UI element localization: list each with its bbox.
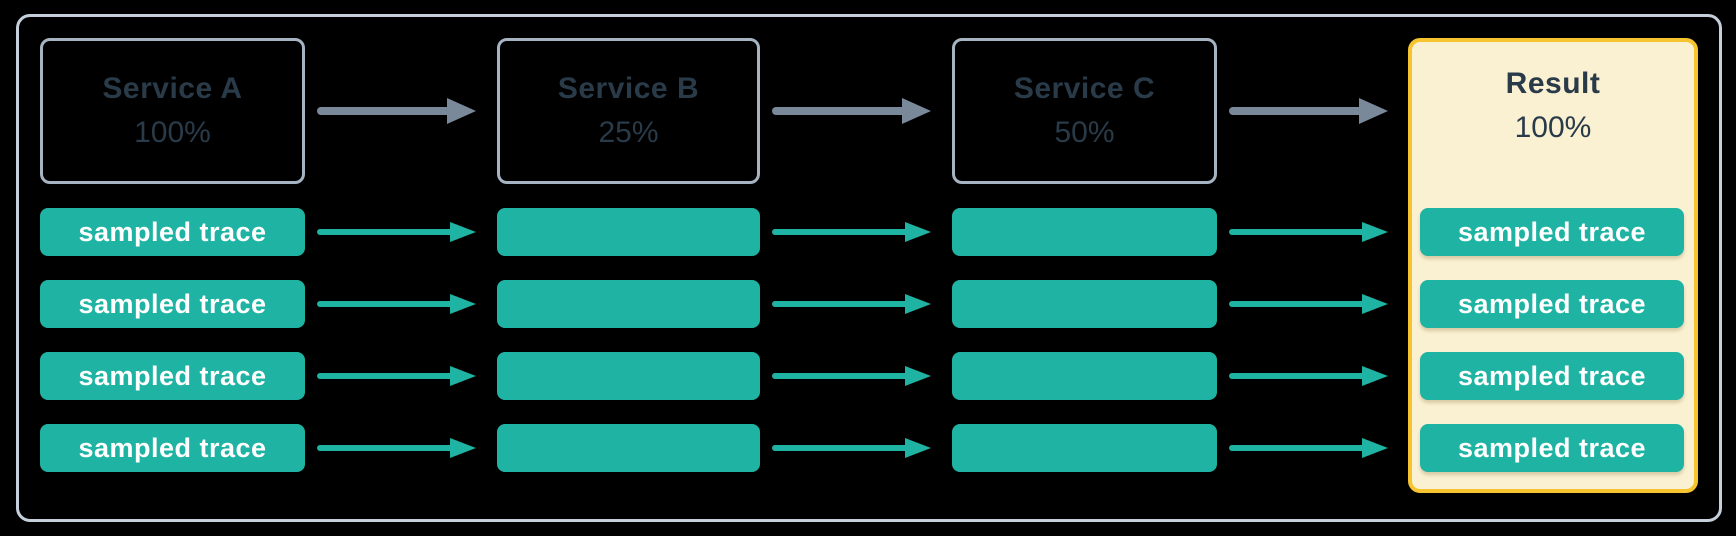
- trace-bar: [952, 424, 1217, 472]
- service-b-name: Service B: [557, 72, 700, 105]
- trace-label: sampled trace: [78, 289, 267, 319]
- arrow-right-icon: [317, 436, 477, 460]
- trace-bar: sampled trace: [40, 424, 305, 472]
- result-header: Result 100%: [1412, 62, 1694, 150]
- trace-label: sampled trace: [1457, 433, 1647, 463]
- arrow-right-icon: [1229, 436, 1389, 460]
- trace-label: sampled trace: [1457, 289, 1647, 319]
- arrow-right-icon: [1229, 364, 1389, 388]
- arrow-right-icon: [1229, 96, 1389, 126]
- arrow-right-icon: [772, 220, 932, 244]
- diagram-frame: [16, 14, 1722, 522]
- trace-label: sampled trace: [78, 217, 267, 247]
- trace-bar: [952, 352, 1217, 400]
- result-name: Result: [1505, 67, 1601, 100]
- arrow-right-icon: [1229, 292, 1389, 316]
- arrow-right-icon: [772, 364, 932, 388]
- trace-label: sampled trace: [78, 433, 267, 463]
- service-a-box: Service A 100%: [40, 38, 305, 184]
- arrow-right-icon: [1229, 220, 1389, 244]
- arrow-right-icon: [772, 436, 932, 460]
- trace-bar: [497, 352, 760, 400]
- arrow-right-icon: [772, 96, 932, 126]
- service-a-rate: 100%: [134, 116, 211, 149]
- service-b-box: Service B 25%: [497, 38, 760, 184]
- arrow-right-icon: [317, 96, 477, 126]
- result-rate: 100%: [1514, 111, 1592, 144]
- result-box: Result 100% sampled trace sampled trace …: [1408, 38, 1698, 493]
- trace-bar: sampled trace: [1420, 208, 1684, 256]
- service-b-rate: 25%: [598, 116, 659, 149]
- arrow-right-icon: [317, 220, 477, 244]
- arrow-right-icon: [317, 364, 477, 388]
- trace-label: sampled trace: [78, 361, 267, 391]
- service-a-name: Service A: [102, 72, 243, 105]
- trace-bar: sampled trace: [1420, 352, 1684, 400]
- trace-bar: sampled trace: [40, 280, 305, 328]
- trace-bar: [497, 280, 760, 328]
- trace-bar: sampled trace: [40, 352, 305, 400]
- service-c-name: Service C: [1013, 72, 1156, 105]
- trace-bar: [952, 208, 1217, 256]
- arrow-right-icon: [772, 292, 932, 316]
- trace-bar: [497, 424, 760, 472]
- trace-bar: sampled trace: [1420, 424, 1684, 472]
- trace-bar: [497, 208, 760, 256]
- trace-label: sampled trace: [1457, 217, 1647, 247]
- trace-bar: sampled trace: [1420, 280, 1684, 328]
- arrow-right-icon: [317, 292, 477, 316]
- trace-bar: sampled trace: [40, 208, 305, 256]
- trace-label: sampled trace: [1457, 361, 1647, 391]
- trace-bar: [952, 280, 1217, 328]
- service-c-rate: 50%: [1054, 116, 1115, 149]
- service-c-box: Service C 50%: [952, 38, 1217, 184]
